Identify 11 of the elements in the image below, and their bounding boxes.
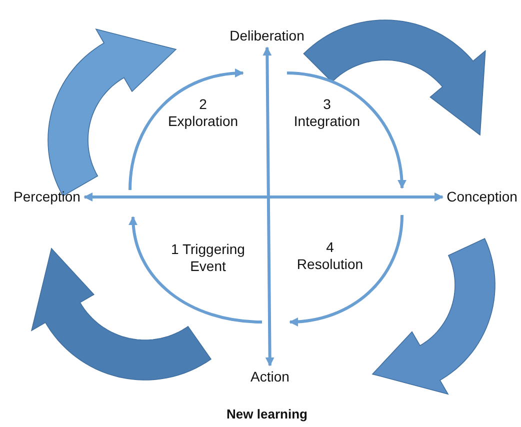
axis-arrow xyxy=(84,192,444,202)
axis-arrow xyxy=(262,46,274,366)
axis-label: Perception xyxy=(12,188,82,206)
phase-label: 4 Resolution xyxy=(296,238,364,274)
phase-label: 2 Exploration xyxy=(166,95,240,131)
axis-label: Action xyxy=(248,368,292,386)
caption: New learning xyxy=(226,406,308,424)
axis-label: Deliberation xyxy=(228,26,306,46)
phase-label: 1 Triggering Event xyxy=(170,240,246,276)
axis-label: Conception xyxy=(444,188,520,206)
phase-label: 3 Integration xyxy=(292,95,362,131)
